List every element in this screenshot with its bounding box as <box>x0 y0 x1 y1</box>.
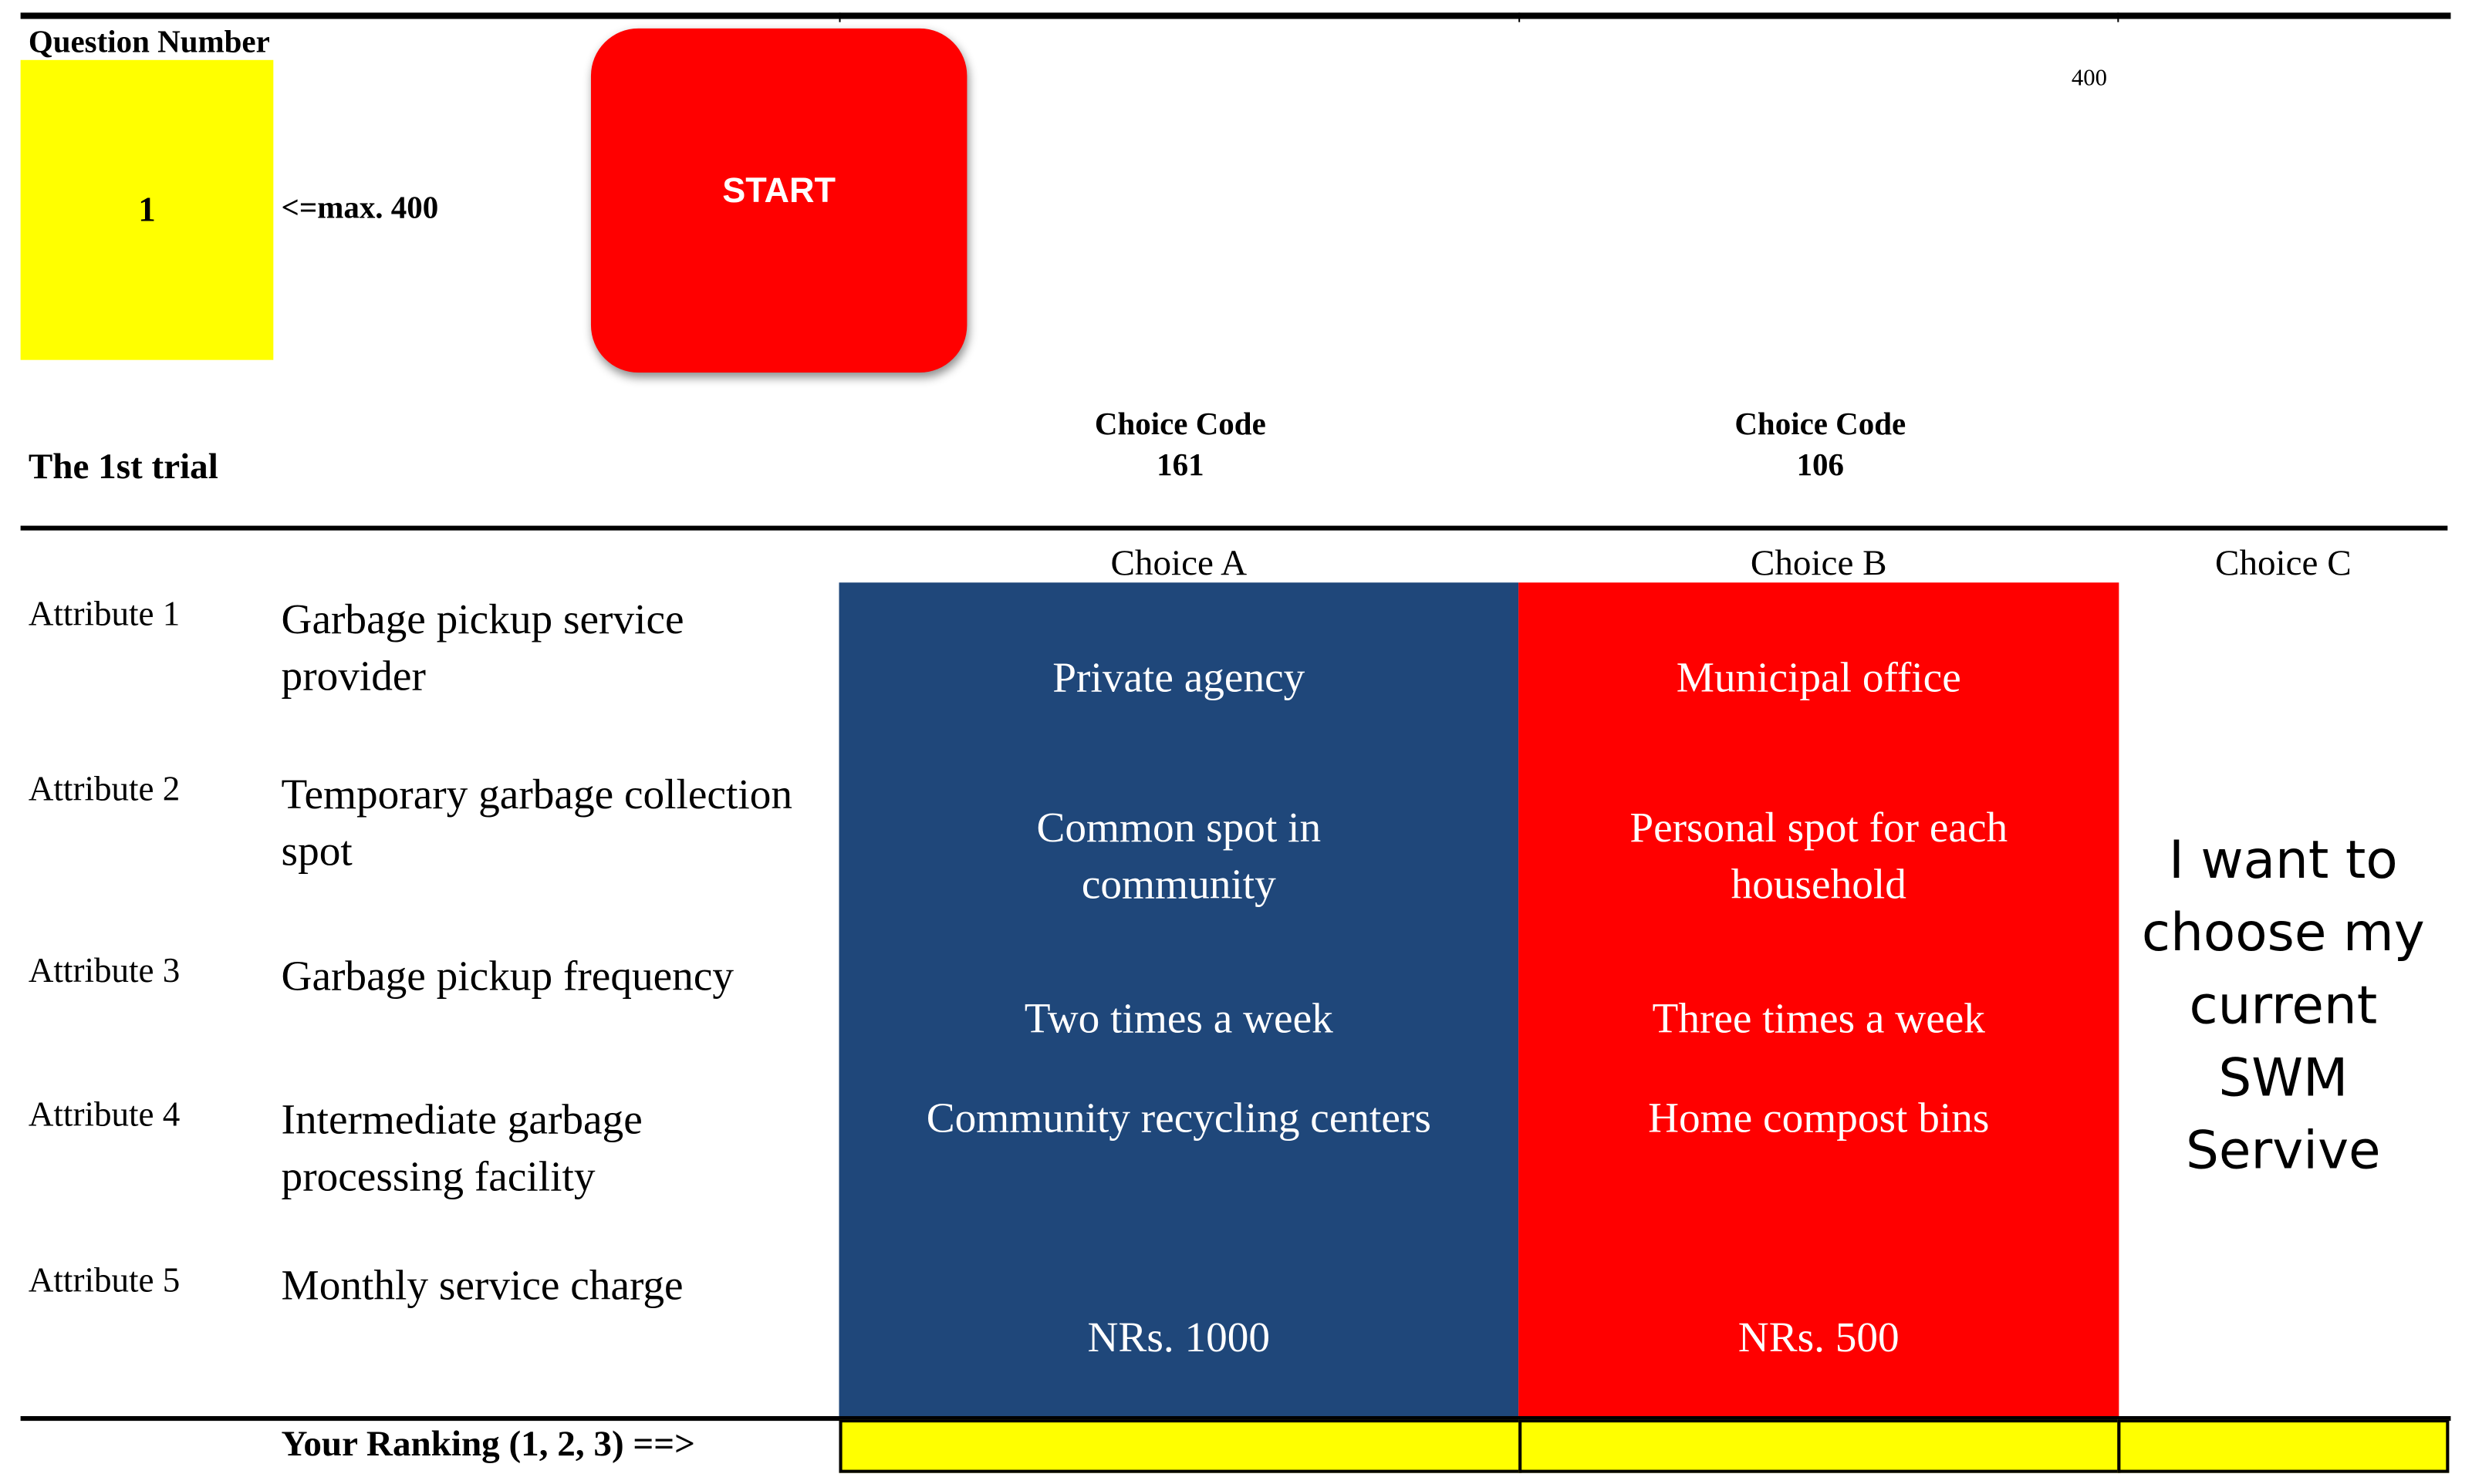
choice-a-code-block: Choice Code 161 <box>1007 404 1355 486</box>
choice-a-attribute-5: NRs. 1000 <box>1087 1313 1271 1361</box>
question-number-cell[interactable]: 1 <box>20 59 274 360</box>
choice-code-label: Choice Code <box>1094 407 1266 443</box>
choice-a-attribute-1: Private agency <box>1052 653 1305 701</box>
attribute-2-name: Temporary garbage collection spot <box>281 770 793 875</box>
ranking-input-choice-a[interactable] <box>839 1419 1522 1473</box>
choice-b-column: Municipal office Personal spot for each … <box>1518 582 2119 1418</box>
ranking-label: Your Ranking (1, 2, 3) ==> <box>281 1424 695 1464</box>
choice-b-attribute-4: Home compost bins <box>1648 1094 1990 1142</box>
max-value-cell: 400 <box>2071 66 2108 92</box>
attribute-4-number: Attribute 4 <box>28 1094 181 1134</box>
attribute-1-number: Attribute 1 <box>28 593 181 633</box>
trial-label: The 1st trial <box>28 447 218 487</box>
start-button[interactable]: START <box>590 28 968 373</box>
attribute-5-number: Attribute 5 <box>28 1260 181 1300</box>
choice-code-label: Choice Code <box>1734 407 1906 443</box>
ranking-input-choice-c[interactable] <box>2117 1419 2450 1473</box>
ranking-input-choice-b[interactable] <box>1518 1419 2121 1473</box>
attribute-4-name: Intermediate garbage processing facility <box>281 1095 643 1200</box>
choice-b-attribute-2: Personal spot for each household <box>1629 803 2008 908</box>
choice-a-attribute-2: Common spot in community <box>1036 803 1322 908</box>
attribute-3-number: Attribute 3 <box>28 950 181 990</box>
choice-a-column: Private agency Common spot in community … <box>839 582 1519 1418</box>
choice-c-status-quo-text: I want to choose my current SWM Servive <box>2141 828 2425 1182</box>
choice-code-value: 161 <box>1157 448 1204 484</box>
attribute-2-number: Attribute 2 <box>28 768 181 808</box>
ranking-divider <box>20 1415 2451 1422</box>
question-number-label: Question Number <box>28 25 270 60</box>
choice-a-attribute-3: Two times a week <box>1024 994 1333 1042</box>
header-divider <box>20 525 2448 531</box>
choice-b-code-block: Choice Code 106 <box>1646 404 1994 486</box>
attribute-3-name: Garbage pickup frequency <box>281 952 735 1000</box>
attribute-5-name: Monthly service charge <box>281 1261 684 1309</box>
top-divider <box>20 12 2451 19</box>
top-divider-ticks <box>0 12 2471 22</box>
choice-b-attribute-5: NRs. 500 <box>1737 1313 1900 1361</box>
choice-b-attribute-3: Three times a week <box>1652 994 1985 1042</box>
max-question-note: <=max. 400 <box>281 191 439 226</box>
choice-a-header: Choice A <box>1110 543 1248 583</box>
choice-a-attribute-4: Community recycling centers <box>926 1094 1431 1142</box>
attribute-1-name: Garbage pickup service provider <box>281 595 684 700</box>
choice-b-attribute-1: Municipal office <box>1676 653 1961 701</box>
choice-b-header: Choice B <box>1750 543 1887 583</box>
choice-code-value: 106 <box>1796 448 1845 484</box>
choice-c-header: Choice C <box>2215 543 2352 583</box>
